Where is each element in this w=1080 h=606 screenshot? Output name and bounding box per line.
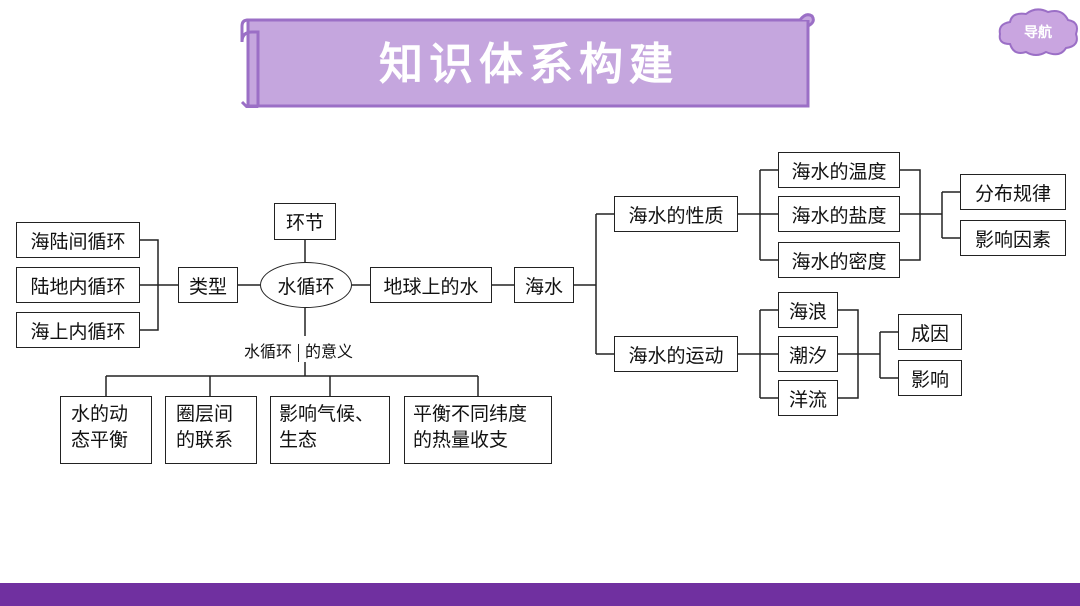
cycle-node: 海上内循环 xyxy=(16,312,140,348)
property-aspect: 分布规律 xyxy=(960,174,1066,210)
motion-item: 海浪 xyxy=(778,292,838,328)
motion-node: 海水的运动 xyxy=(614,336,738,372)
properties-node: 海水的性质 xyxy=(614,196,738,232)
motion-item: 洋流 xyxy=(778,380,838,416)
property-item: 海水的盐度 xyxy=(778,196,900,232)
cloud-icon xyxy=(998,8,1078,56)
nav-label: 导航 xyxy=(1024,25,1052,41)
property-aspect: 影响因素 xyxy=(960,220,1066,256)
property-item: 海水的密度 xyxy=(778,242,900,278)
page-title: 知识体系构建 xyxy=(379,39,679,90)
meaning-caption-suffix: 的意义 xyxy=(305,342,354,361)
footer-bar xyxy=(0,583,1080,606)
meaning-caption-subject: 水循环 xyxy=(244,342,293,361)
nav-button[interactable]: 导航 xyxy=(996,6,1080,58)
caption-divider xyxy=(298,343,300,362)
earth-water-node: 地球上的水 xyxy=(370,267,492,303)
scroll-banner-shape xyxy=(240,13,815,108)
type-node: 类型 xyxy=(178,267,238,303)
title-banner: 知识体系构建 xyxy=(240,12,818,108)
motion-aspect: 影响 xyxy=(898,360,962,396)
motion-aspect: 成因 xyxy=(898,314,962,350)
sea-water-node: 海水 xyxy=(514,267,574,303)
cycle-node: 海陆间循环 xyxy=(16,222,140,258)
center-node: 水循环 xyxy=(260,262,352,308)
cycle-node: 陆地内循环 xyxy=(16,267,140,303)
meaning-node: 圈层间的联系 xyxy=(165,396,257,464)
motion-item: 潮汐 xyxy=(778,336,838,372)
meaning-node: 平衡不同纬度的热量收支 xyxy=(404,396,552,464)
meaning-node: 水的动态平衡 xyxy=(60,396,152,464)
property-item: 海水的温度 xyxy=(778,152,900,188)
meaning-caption: 水循环的意义 xyxy=(244,338,353,362)
link-node: 环节 xyxy=(274,203,336,240)
meaning-node: 影响气候、生态 xyxy=(270,396,390,464)
